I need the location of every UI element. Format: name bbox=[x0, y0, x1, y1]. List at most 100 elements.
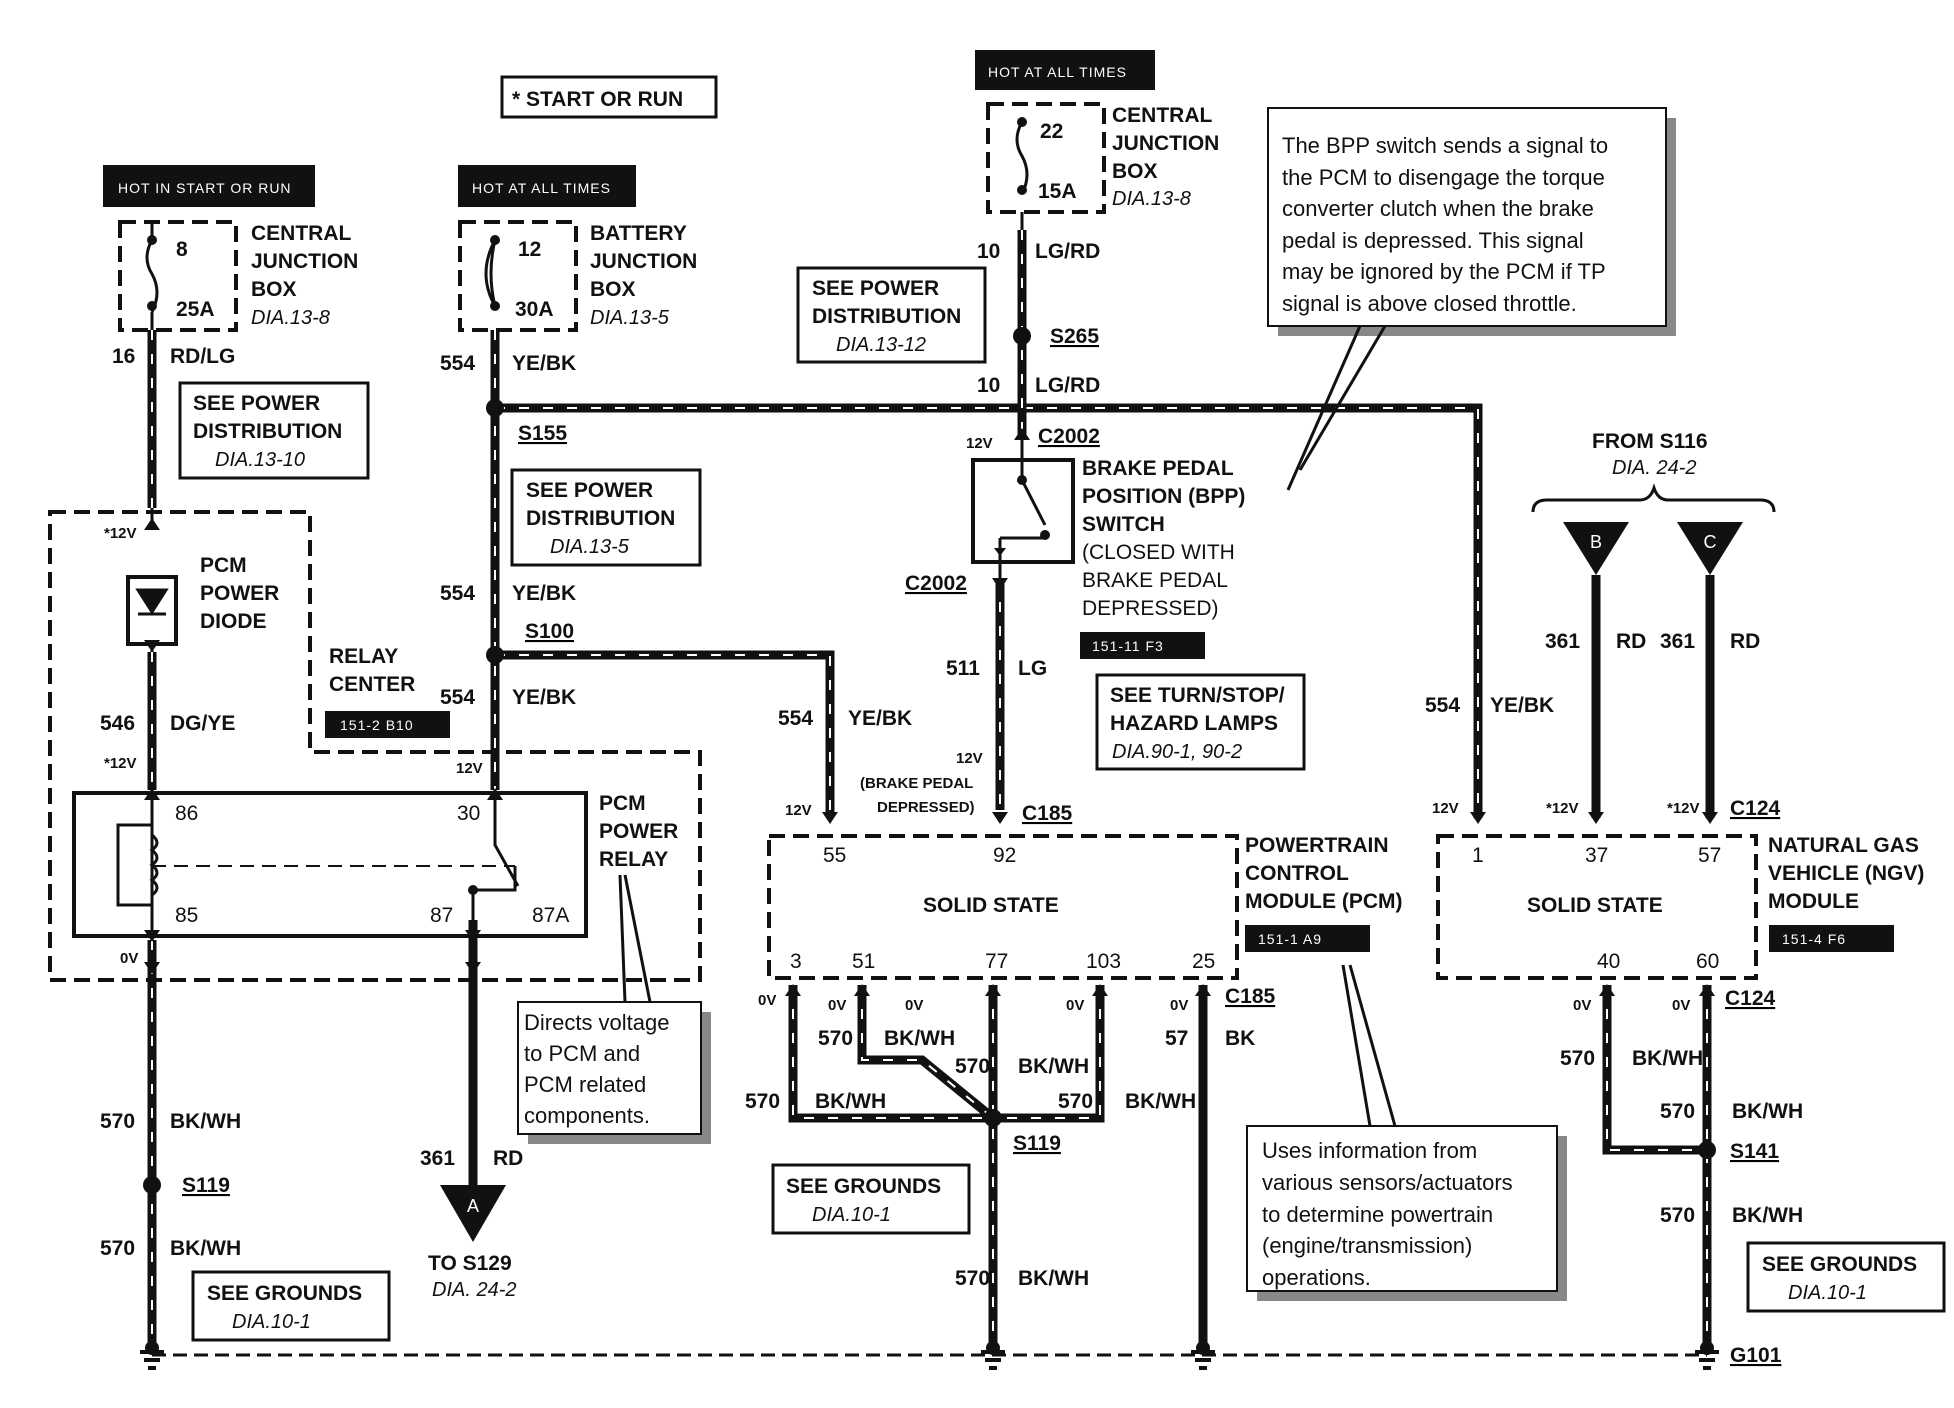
voltage-label: 12V bbox=[1432, 800, 1459, 817]
splice-label: S119 bbox=[1013, 1132, 1061, 1155]
ref-pd-13-5-l2: DISTRIBUTION bbox=[526, 507, 675, 530]
ref-turn-stop-l1: SEE TURN/STOP/ bbox=[1110, 684, 1285, 707]
relay-pin-30: 30 bbox=[457, 802, 480, 825]
fuse-cjb-top-l1: CENTRAL bbox=[1112, 104, 1212, 127]
wire-label: YE/BK bbox=[512, 582, 576, 605]
pcm-power-relay-box bbox=[72, 791, 588, 938]
splice-label: S155 bbox=[518, 422, 567, 445]
fuse-bjb-l3: BOX bbox=[590, 278, 636, 301]
connector-label: C185 bbox=[1225, 985, 1276, 1008]
bpp-note-line: converter clutch when the brake bbox=[1282, 196, 1594, 221]
splice-labels: S155 S100 S265 S119 S119 S141 G101 C2002… bbox=[182, 325, 1782, 1367]
voltage-label: 12V bbox=[956, 750, 983, 767]
splice-label: G101 bbox=[1730, 1344, 1782, 1367]
relay-note-line: to PCM and bbox=[524, 1041, 640, 1066]
ngv-pin-40: 40 bbox=[1597, 950, 1620, 973]
pcm-note-pointer bbox=[1341, 964, 1397, 1127]
fuse-cjb-left-l2: JUNCTION bbox=[251, 250, 358, 273]
fuse-bjb-num: 12 bbox=[518, 238, 541, 261]
relay-internals bbox=[116, 810, 520, 920]
wire-label: 10 bbox=[977, 374, 1000, 397]
pcm-pin-25: 25 bbox=[1192, 950, 1215, 973]
wire-label: 546 bbox=[100, 712, 135, 735]
splice-dots bbox=[143, 327, 1716, 1194]
voltage-label: 0V bbox=[1573, 997, 1591, 1014]
bpp-note-line: the PCM to disengage the torque bbox=[1282, 165, 1605, 190]
relay-l1: PCM bbox=[599, 792, 646, 815]
fuse-cjb-left-l3: BOX bbox=[251, 278, 297, 301]
ref-grounds-left-dia: DIA.10-1 bbox=[232, 1311, 311, 1333]
start-or-run-box bbox=[500, 75, 718, 119]
bpp-note-line: may be ignored by the PCM if TP bbox=[1282, 259, 1606, 284]
wire-label: 554 bbox=[440, 352, 475, 375]
wire-label: DG/YE bbox=[170, 712, 235, 735]
wire-label: 554 bbox=[440, 686, 475, 709]
wire-label: LG/RD bbox=[1035, 240, 1100, 263]
ref-pd-13-12-l2: DISTRIBUTION bbox=[812, 305, 961, 328]
bpp-note-label-1: (BRAKE PEDAL bbox=[860, 775, 973, 792]
connector-label: C2002 bbox=[905, 572, 967, 595]
voltage-label: 0V bbox=[1066, 997, 1084, 1014]
diode-label-3: DIODE bbox=[200, 610, 267, 633]
offpage-connectors bbox=[440, 483, 1776, 1242]
wire-label: BK/WH bbox=[1018, 1267, 1089, 1290]
bpp-tag-box bbox=[1080, 632, 1205, 659]
bpp-l5: BRAKE PEDAL bbox=[1082, 569, 1228, 592]
ref-pd-13-5-l1: SEE POWER bbox=[526, 479, 653, 502]
ground-symbols bbox=[140, 1341, 1719, 1370]
connector-label: C185 bbox=[1022, 802, 1073, 825]
relay-l2: POWER bbox=[599, 820, 678, 843]
fuse-bjb-l1: BATTERY bbox=[590, 222, 687, 245]
relay-pin-86: 86 bbox=[175, 802, 198, 825]
pcm-note-line: Uses information from bbox=[1262, 1138, 1477, 1163]
relay-center-outline bbox=[48, 510, 702, 982]
wire-label: BK/WH bbox=[170, 1110, 241, 1133]
ref-pd-13-12-dia: DIA.13-12 bbox=[836, 334, 926, 356]
pcm-note-line: (engine/transmission) bbox=[1262, 1233, 1472, 1258]
wire-label: BK/WH bbox=[884, 1027, 955, 1050]
wire-label: 57 bbox=[1165, 1027, 1188, 1050]
ngv-pin-37: 37 bbox=[1585, 844, 1608, 867]
relay-center-tag-box bbox=[325, 711, 450, 738]
relay-pin-87: 87 bbox=[430, 904, 453, 927]
banner-hot-start-run bbox=[103, 165, 315, 207]
ref-pd-13-10-l2: DISTRIBUTION bbox=[193, 420, 342, 443]
bpp-note-line: pedal is depressed. This signal bbox=[1282, 228, 1584, 253]
ngv-l1: NATURAL GAS bbox=[1768, 834, 1919, 857]
banner-hot-all-times-1-text: HOT AT ALL TIMES bbox=[472, 180, 611, 196]
wire-label: 570 bbox=[1660, 1100, 1695, 1123]
pcm-note-box bbox=[1246, 1125, 1558, 1292]
relay-center-tag: 151-2 B10 bbox=[340, 717, 414, 733]
fuse-cjb-top-l2: JUNCTION bbox=[1112, 132, 1219, 155]
fuse-cjb-left-num: 8 bbox=[176, 238, 188, 261]
voltage-label: *12V bbox=[104, 525, 137, 542]
splice-label: S141 bbox=[1730, 1140, 1779, 1163]
wire-label: 570 bbox=[100, 1237, 135, 1260]
wire-label: LG/RD bbox=[1035, 374, 1100, 397]
ref-grounds-left bbox=[191, 1270, 391, 1342]
ref-pd-13-5 bbox=[510, 468, 702, 567]
to-s129-label: TO S129 bbox=[428, 1252, 512, 1275]
fuse-cjb-left-dia: DIA.13-8 bbox=[251, 307, 330, 329]
wire-labels: 16 RD/LG 554 YE/BK 554 YE/BK 554 YE/BK 5… bbox=[100, 240, 1803, 1290]
ngv-pin-1: 1 bbox=[1472, 844, 1484, 867]
voltage-label: 12V bbox=[456, 760, 483, 777]
from-s116-label: FROM S116 bbox=[1592, 430, 1708, 453]
ref-pd-13-10 bbox=[178, 381, 370, 480]
ref-pd-13-12 bbox=[796, 266, 987, 364]
relay-pin-87a: 87A bbox=[532, 904, 569, 927]
ref-grounds-mid-dia: DIA.10-1 bbox=[812, 1204, 891, 1226]
wire-label: 554 bbox=[1425, 694, 1460, 717]
to-s129-dia: DIA. 24-2 bbox=[432, 1279, 516, 1301]
bpp-l6: DEPRESSED) bbox=[1082, 597, 1219, 620]
fuse-cjb-left bbox=[118, 220, 238, 332]
voltage-label: 12V bbox=[785, 802, 812, 819]
relay-l3: RELAY bbox=[599, 848, 668, 871]
pcm-l2: CONTROL bbox=[1245, 862, 1349, 885]
pcm-l3: MODULE (PCM) bbox=[1245, 890, 1402, 913]
wire-label: 570 bbox=[1660, 1204, 1695, 1227]
wire-label: 570 bbox=[745, 1090, 780, 1113]
bpp-note-box bbox=[1267, 107, 1667, 327]
bpp-tag: 151-11 F3 bbox=[1092, 638, 1164, 654]
wire-label: RD bbox=[1730, 630, 1760, 653]
